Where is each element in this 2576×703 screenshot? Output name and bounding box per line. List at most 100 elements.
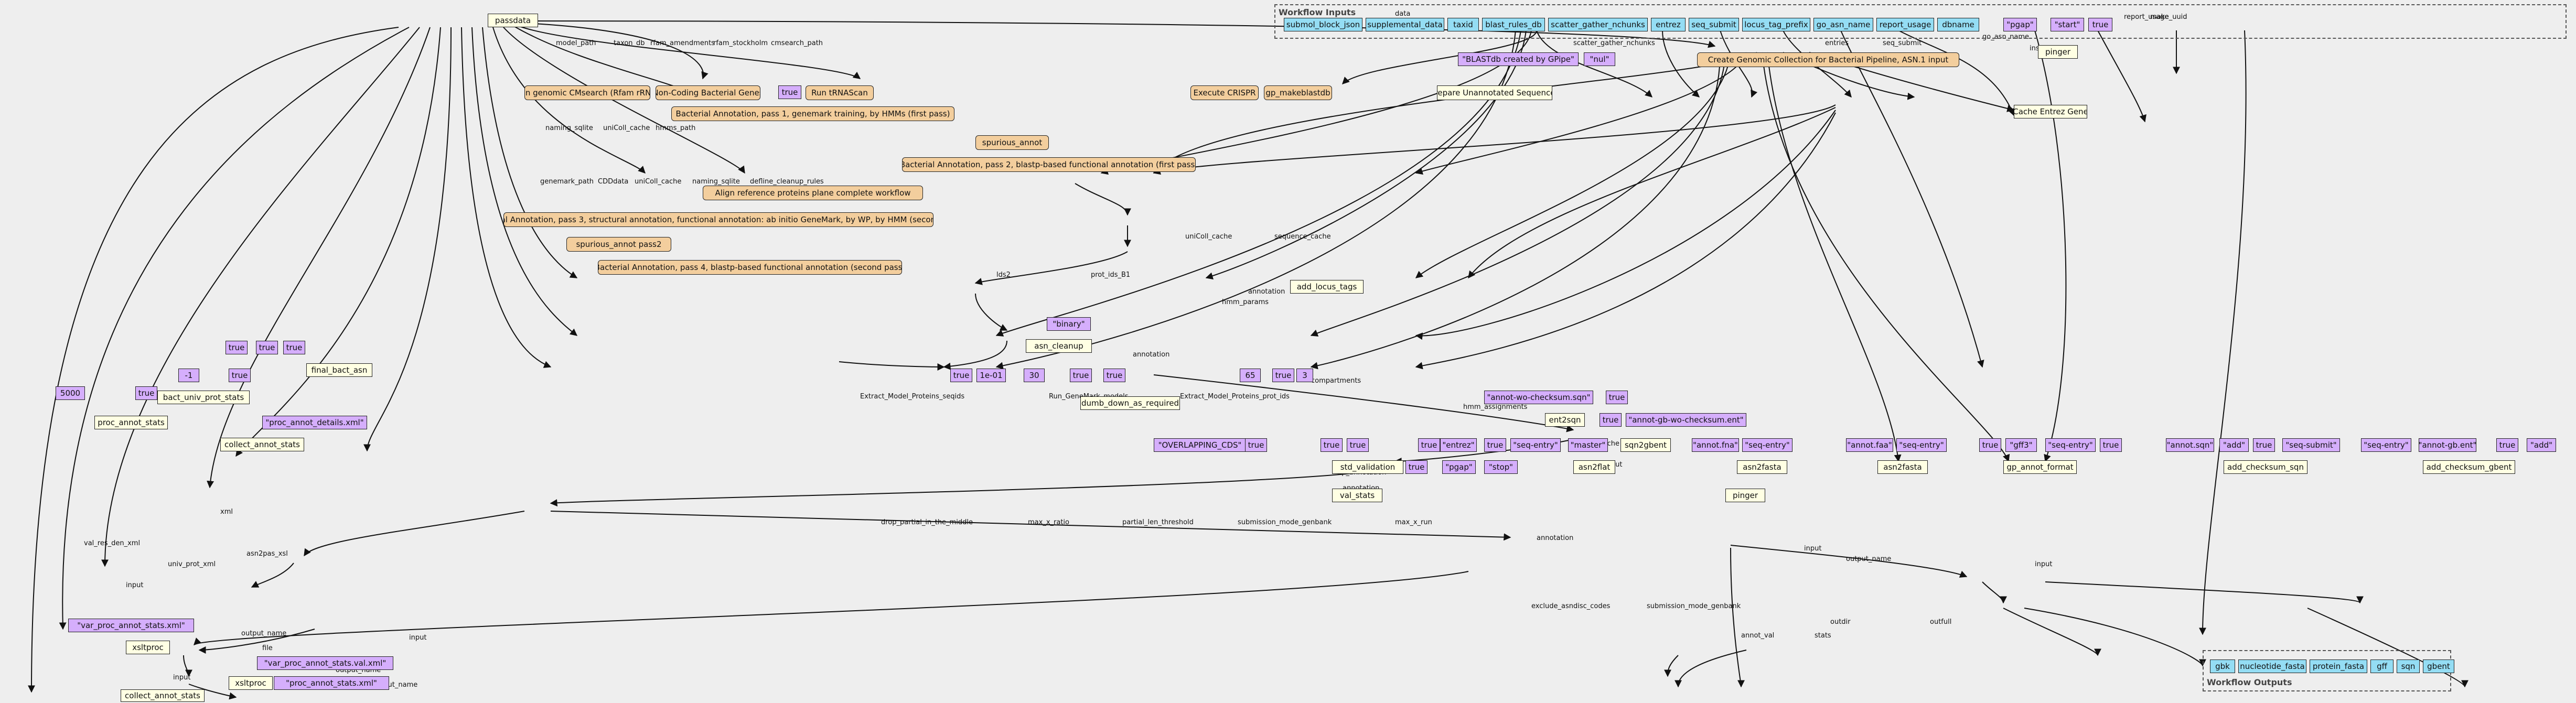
step-unannotated[interactable]: Prepare Unannotated Sequences bbox=[1437, 85, 1552, 100]
step-gp-annot-format[interactable]: gp_annot_format bbox=[2003, 460, 2077, 474]
const-proc-annot-stats-xml: "proc_annot_stats.xml" bbox=[274, 676, 389, 690]
step-add-locus-tags[interactable]: add_locus_tags bbox=[1290, 280, 1364, 294]
const-annot-gb-wo-checksum: "annot-gb-wo-checksum.ent" bbox=[1626, 413, 1746, 427]
step-proc-annot-stats[interactable]: proc_annot_stats bbox=[94, 416, 168, 429]
subworkflow-spurious1[interactable]: spurious_annot bbox=[975, 135, 1049, 150]
step-add-checksum-gbent[interactable]: add_checksum_gbent bbox=[2423, 460, 2515, 474]
const-true-f: true bbox=[950, 369, 972, 382]
const-add-1: "add" bbox=[2219, 438, 2249, 452]
svg-text:asn2pas_xsl: asn2pas_xsl bbox=[246, 550, 288, 558]
const-true-i: true bbox=[1272, 369, 1294, 382]
svg-text:annotation: annotation bbox=[1133, 351, 1169, 359]
svg-text:uniColl_cache: uniColl_cache bbox=[603, 124, 650, 132]
const-seq-entry-3: "seq-entry" bbox=[1896, 438, 1947, 452]
const-seq-entry-5: "seq-entry" bbox=[2361, 438, 2411, 452]
output-nucleotide-fasta[interactable]: nucleotide_fasta bbox=[2238, 659, 2306, 673]
const-entrez2: "entrez" bbox=[1440, 438, 1477, 452]
svg-text:univ_prot_xml: univ_prot_xml bbox=[168, 560, 216, 568]
const-65: 65 bbox=[1240, 369, 1261, 382]
step-collect-annot-stats-2[interactable]: collect_annot_stats bbox=[121, 689, 205, 702]
step-ent2sqn[interactable]: ent2sqn bbox=[1545, 413, 1585, 427]
const-gff3: "gff3" bbox=[2005, 438, 2037, 452]
svg-text:input: input bbox=[409, 634, 426, 642]
input-supplemental-data[interactable]: supplemental_data bbox=[1366, 18, 1444, 31]
subworkflow-makeblastdb[interactable]: gp_makeblastdb bbox=[1264, 85, 1332, 100]
const-true-o: true bbox=[1418, 438, 1440, 452]
svg-text:genemark_path: genemark_path bbox=[540, 178, 594, 186]
step-asn2fasta-p[interactable]: asn2fasta bbox=[1877, 460, 1928, 474]
subworkflow-cmsearch[interactable]: Run genomic CMsearch (Rfam rRNA) bbox=[524, 85, 650, 100]
input-scatter-gather-nchunks[interactable]: scatter_gather_nchunks bbox=[1548, 18, 1648, 31]
step-final-bact-asn[interactable]: final_bact_asn bbox=[306, 363, 372, 377]
subworkflow-pass3[interactable]: Bacterial Annotation, pass 3, structural… bbox=[503, 212, 933, 227]
step-asn-cleanup[interactable]: asn_cleanup bbox=[1026, 339, 1092, 353]
input-go-asn-name[interactable]: go_asn_name bbox=[1813, 18, 1873, 31]
const-add-2: "add" bbox=[2527, 438, 2556, 452]
step-asn2fasta-n[interactable]: asn2fasta bbox=[1737, 460, 1787, 474]
const-seq-entry-4: "seq-entry" bbox=[2045, 438, 2096, 452]
const-binary: "binary" bbox=[1047, 317, 1091, 331]
subworkflow-trnascan[interactable]: Run tRNAScan bbox=[806, 85, 874, 100]
input-taxid[interactable]: taxid bbox=[1447, 18, 1479, 31]
step-collect-annot-stats-1[interactable]: collect_annot_stats bbox=[220, 438, 304, 451]
step-pinger-top[interactable]: pinger bbox=[2038, 45, 2078, 59]
svg-text:annotation: annotation bbox=[1248, 288, 1285, 296]
workflow-inputs-cluster: Workflow Inputs bbox=[1274, 4, 2567, 39]
output-gbent[interactable]: gbent bbox=[2423, 659, 2454, 673]
svg-text:max_x_ratio: max_x_ratio bbox=[1028, 518, 1069, 526]
step-sqn2gbent[interactable]: sqn2gbent bbox=[1620, 438, 1671, 452]
subworkflow-pass4[interactable]: Bacterial Annotation, pass 4, blastp-bas… bbox=[598, 260, 902, 275]
svg-text:sequence_cache: sequence_cache bbox=[1274, 233, 1331, 241]
svg-text:val_res_den_xml: val_res_den_xml bbox=[84, 539, 140, 547]
subworkflow-genomic-collection[interactable]: Create Genomic Collection for Bacterial … bbox=[1697, 52, 1959, 67]
const-annot-gb-ent: "annot-gb.ent" bbox=[2419, 438, 2476, 452]
input-blast-rules-db[interactable]: blast_rules_db bbox=[1482, 18, 1545, 31]
svg-text:hmm_params: hmm_params bbox=[1222, 298, 1269, 306]
step-dumb-down[interactable]: dumb_down_as_required bbox=[1080, 396, 1180, 410]
svg-text:scatter_gather_nchunks: scatter_gather_nchunks bbox=[1573, 39, 1655, 47]
input-locus-tag-prefix[interactable]: locus_tag_prefix bbox=[1742, 18, 1810, 31]
svg-text:defline_cleanup_rules: defline_cleanup_rules bbox=[750, 178, 824, 186]
input-submol-block-json[interactable]: submol_block_json bbox=[1284, 18, 1362, 31]
svg-text:annotation: annotation bbox=[1537, 534, 1573, 542]
svg-text:entries: entries bbox=[1825, 39, 1849, 47]
svg-text:drop_partial_in_the_middle: drop_partial_in_the_middle bbox=[881, 518, 973, 526]
step-cache-entrez[interactable]: Cache Entrez Gene bbox=[2014, 105, 2087, 118]
subworkflow-pass1[interactable]: Bacterial Annotation, pass 1, genemark t… bbox=[671, 106, 954, 121]
step-bact-univ-prot-stats[interactable]: bact_univ_prot_stats bbox=[157, 391, 250, 404]
subworkflow-spurious2[interactable]: spurious_annot pass2 bbox=[566, 237, 671, 252]
svg-text:stats: stats bbox=[1815, 632, 1831, 640]
const-overlapping-cds: "OVERLAPPING_CDS" bbox=[1154, 438, 1246, 452]
svg-text:output_name: output_name bbox=[241, 630, 286, 637]
svg-text:uniColl_cache: uniColl_cache bbox=[635, 178, 681, 186]
subworkflow-crispr[interactable]: Execute CRISPR bbox=[1190, 85, 1259, 100]
output-gff[interactable]: gff bbox=[2370, 659, 2393, 673]
const-true-top: true bbox=[2088, 18, 2112, 31]
svg-text:uniColl_cache: uniColl_cache bbox=[1185, 233, 1232, 241]
svg-text:CDDdata: CDDdata bbox=[598, 178, 628, 186]
step-xsltproc-2[interactable]: xsltproc bbox=[229, 676, 273, 690]
subworkflow-noncoding[interactable]: Non-Coding Bacterial Genes bbox=[656, 85, 760, 100]
const-true-m: true bbox=[1321, 438, 1343, 452]
step-pinger-bottom[interactable]: pinger bbox=[1725, 489, 1765, 502]
step-asn2flat[interactable]: asn2flat bbox=[1573, 460, 1615, 474]
input-report-usage[interactable]: report_usage bbox=[1876, 18, 1934, 31]
svg-text:seq_submit: seq_submit bbox=[1883, 39, 1922, 47]
step-passdata[interactable]: passdata bbox=[488, 14, 538, 27]
step-std-validation[interactable]: std_validation bbox=[1332, 460, 1403, 474]
svg-text:data: data bbox=[1395, 10, 1410, 18]
const-3: 3 bbox=[1296, 369, 1313, 382]
input-dbname[interactable]: dbname bbox=[1937, 18, 1979, 31]
subworkflow-pass2[interactable]: Bacterial Annotation, pass 2, blastp-bas… bbox=[902, 157, 1196, 172]
output-protein-fasta[interactable]: protein_fasta bbox=[2310, 659, 2367, 673]
output-gbk[interactable]: gbk bbox=[2210, 659, 2235, 673]
step-val-stats[interactable]: val_stats bbox=[1332, 489, 1382, 502]
output-sqn[interactable]: sqn bbox=[2397, 659, 2420, 673]
step-xsltproc-1[interactable]: xsltproc bbox=[126, 641, 170, 654]
const-pgap-bottom: "pgap" bbox=[1442, 460, 1476, 474]
input-entrez[interactable]: entrez bbox=[1651, 18, 1686, 31]
input-seq-submit[interactable]: seq_submit bbox=[1689, 18, 1739, 31]
subworkflow-align-ref[interactable]: Align reference proteins plane complete … bbox=[703, 186, 923, 200]
svg-text:submission_mode_genbank: submission_mode_genbank bbox=[1647, 602, 1741, 610]
step-add-checksum-sqn[interactable]: add_checksum_sqn bbox=[2224, 460, 2307, 474]
